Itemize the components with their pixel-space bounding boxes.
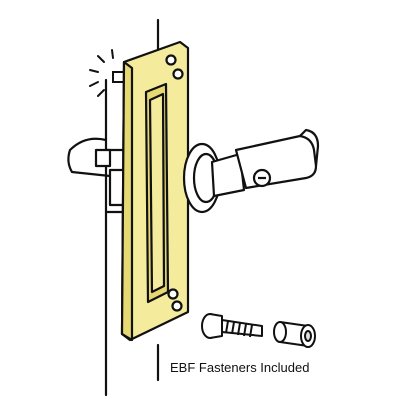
lever-handle-icon (182, 128, 320, 214)
fasteners-caption: EBF Fasteners Included (170, 360, 310, 375)
latch-bolt (67, 137, 130, 207)
latch-guard-plate (120, 40, 190, 342)
impact-burst-icon (89, 49, 128, 97)
screw-fastener-icon (201, 313, 263, 339)
sleeve-nut-icon (273, 321, 316, 348)
